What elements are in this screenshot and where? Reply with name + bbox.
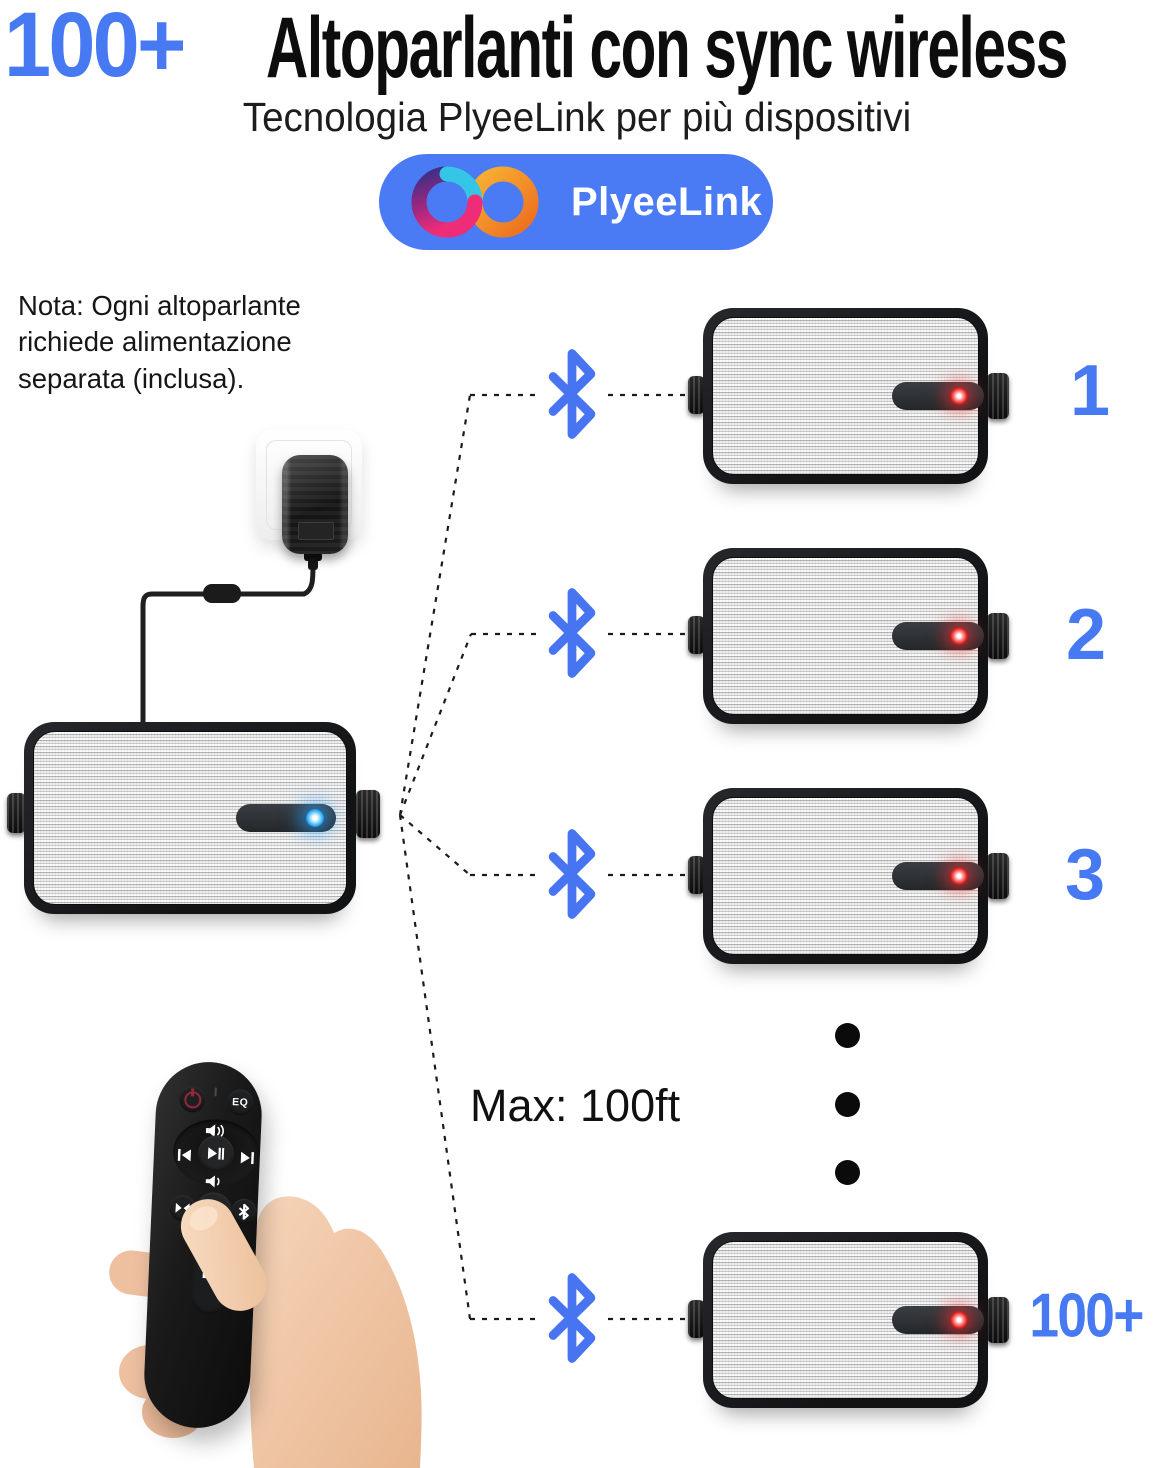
plyeelink-badge-label: PlyeeLink	[571, 179, 763, 224]
ellipsis-dot	[835, 1092, 860, 1117]
eq-button-label: EQ	[231, 1096, 249, 1109]
speaker-right-knob	[987, 1297, 1009, 1343]
bluetooth-icon	[548, 1273, 596, 1363]
note-line: richiede alimentazione	[18, 326, 292, 358]
adapter-nub-tip	[308, 559, 318, 570]
shuffle-icon	[175, 1202, 190, 1214]
speaker-led-pill	[892, 382, 984, 410]
infinity-logo-icon	[411, 166, 539, 238]
synced-speaker-2	[688, 548, 1009, 724]
speaker-led-pill	[892, 622, 984, 650]
page-subtitle: Tecnologia PlyeeLink per più dispositivi	[242, 94, 912, 140]
red-led-indicator	[950, 627, 968, 645]
previous-track-icon	[177, 1148, 192, 1162]
page-title: Altoparlanti con sync wireless	[266, 0, 1068, 96]
eq-button: EQ	[226, 1088, 254, 1117]
power-adapter	[282, 455, 348, 554]
speaker-led-pill	[892, 862, 984, 890]
remote-control: EQ	[142, 1059, 264, 1431]
max-distance-label: Max: 100ft	[470, 1080, 681, 1131]
title-highlight: 100+	[4, 0, 186, 96]
bluetooth-small-icon	[238, 1203, 250, 1220]
speaker-left-knob	[688, 376, 705, 414]
play-pause-button	[197, 1134, 235, 1173]
speaker-count-1: 1	[1069, 351, 1111, 431]
volume-mute-icon	[202, 1269, 218, 1283]
power-button	[178, 1085, 206, 1113]
speaker-left-knob	[688, 1300, 705, 1338]
synced-speaker-3	[688, 788, 1009, 964]
red-led-indicator	[950, 867, 968, 885]
speaker-left-knob	[688, 616, 705, 654]
red-led-indicator	[950, 387, 968, 405]
next-track-icon	[240, 1151, 255, 1165]
speaker-right-knob	[987, 853, 1009, 899]
synced-speaker-1	[688, 308, 1009, 484]
power-icon	[183, 1090, 202, 1109]
bluetooth-icon	[548, 588, 596, 678]
speaker-count-100plus: 100+	[1029, 1281, 1144, 1351]
speaker-left-knob	[688, 856, 705, 894]
adapter-label-plate	[298, 522, 334, 540]
cord-connector	[203, 584, 241, 603]
main-speaker-right-knob	[356, 790, 380, 838]
speaker-count-3: 3	[1064, 835, 1106, 915]
main-speaker-led-pill	[236, 804, 336, 832]
ellipsis-dot	[835, 1023, 860, 1048]
shuffle-button	[169, 1194, 197, 1222]
speaker-right-knob	[987, 373, 1009, 419]
power-note: Nota: Ogni altoparlante richiede aliment…	[18, 288, 301, 397]
speaker-right-knob	[987, 613, 1009, 659]
red-led-indicator	[950, 1311, 968, 1329]
speaker-count-2: 2	[1065, 595, 1107, 675]
bluetooth-icon	[548, 349, 596, 439]
plyeelink-badge: PlyeeLink	[379, 154, 773, 250]
speaker-led-pill	[892, 1306, 984, 1334]
main-speaker-left-knob	[7, 793, 26, 833]
note-line: separata (inclusa).	[18, 362, 245, 394]
volume-down-icon	[205, 1175, 220, 1188]
palm	[249, 1196, 422, 1468]
bluetooth-icon	[548, 829, 596, 919]
note-line: Nota: Ogni altoparlante	[18, 290, 301, 321]
synced-speaker-100plus	[688, 1232, 1009, 1408]
power-cord	[140, 561, 316, 726]
play-pause-icon	[207, 1147, 225, 1160]
dashed-sync-lines	[398, 393, 686, 1321]
ellipsis-dot	[835, 1160, 860, 1185]
remote-led	[214, 1087, 217, 1097]
blue-led-indicator	[306, 809, 324, 827]
bluetooth-button	[230, 1198, 258, 1225]
main-speaker	[7, 722, 380, 914]
